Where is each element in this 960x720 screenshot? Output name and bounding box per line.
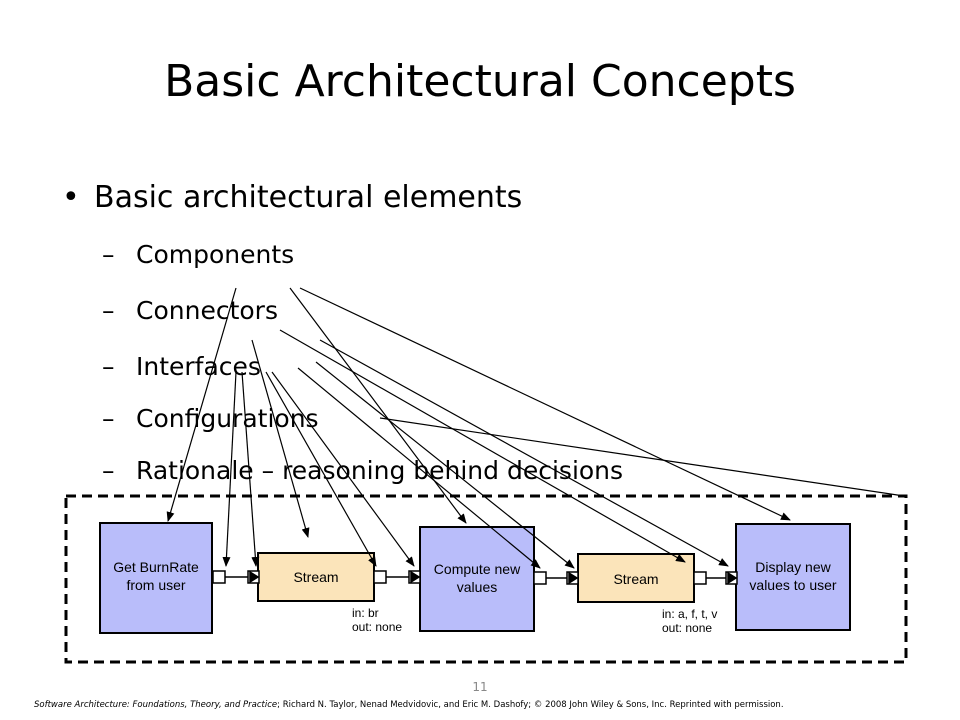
interface-port <box>533 571 547 585</box>
main-bullet-text: Basic architectural elements <box>94 180 523 215</box>
subitem-label: Configurations <box>136 404 319 433</box>
connector-stream-1: Stream in: br out: none <box>257 552 402 634</box>
bullet-dot-icon: • <box>62 180 80 215</box>
subitem-label: Connectors <box>136 296 278 325</box>
interface-port <box>373 570 387 584</box>
subitem-label: Components <box>136 240 295 269</box>
links <box>225 576 726 579</box>
component-label: Compute new <box>434 561 521 577</box>
connector-stream-2: Stream in: a, f, t, v out: none <box>577 553 717 635</box>
component-label-2: values to user <box>749 577 836 593</box>
connector-annotation-out: out: none <box>662 621 712 635</box>
slide-title: Basic Architectural Concepts <box>164 56 796 107</box>
footer-credit: Software Architecture: Foundations, Theo… <box>34 700 784 710</box>
component-label: Display new <box>755 559 831 575</box>
subitem-connectors: –Connectors <box>102 296 278 325</box>
component-compute-values: Compute new values <box>419 526 535 632</box>
connector-annotation-in: in: a, f, t, v <box>662 607 717 621</box>
footer-credits: ; Richard N. Taylor, Nenad Medvidovic, a… <box>277 700 784 710</box>
subitem-label: Interfaces <box>136 352 261 381</box>
connector-annotation-out: out: none <box>352 620 402 634</box>
component-label-2: values <box>457 579 497 595</box>
footer-book-title: Software Architecture: Foundations, Theo… <box>34 700 278 710</box>
subitem-configurations: –Configurations <box>102 404 319 433</box>
interfaces <box>212 570 738 585</box>
connector-annotation-in: in: br <box>352 606 379 620</box>
subitem-interfaces: –Interfaces <box>102 352 261 381</box>
page-number: 11 <box>472 680 488 694</box>
component-label: Get BurnRate <box>113 559 199 575</box>
subitem-components: –Components <box>102 240 295 269</box>
interface-port <box>693 571 707 585</box>
configuration-boundary <box>64 494 908 664</box>
pointer-arrows <box>166 287 905 569</box>
component-label-2: from user <box>126 577 185 593</box>
interface-port <box>212 570 226 584</box>
component-get-burnrate: Get BurnRate from user <box>99 522 213 634</box>
connector-label: Stream <box>293 569 338 585</box>
component-display-values: Display new values to user <box>735 523 851 631</box>
connector-label: Stream <box>613 571 658 587</box>
